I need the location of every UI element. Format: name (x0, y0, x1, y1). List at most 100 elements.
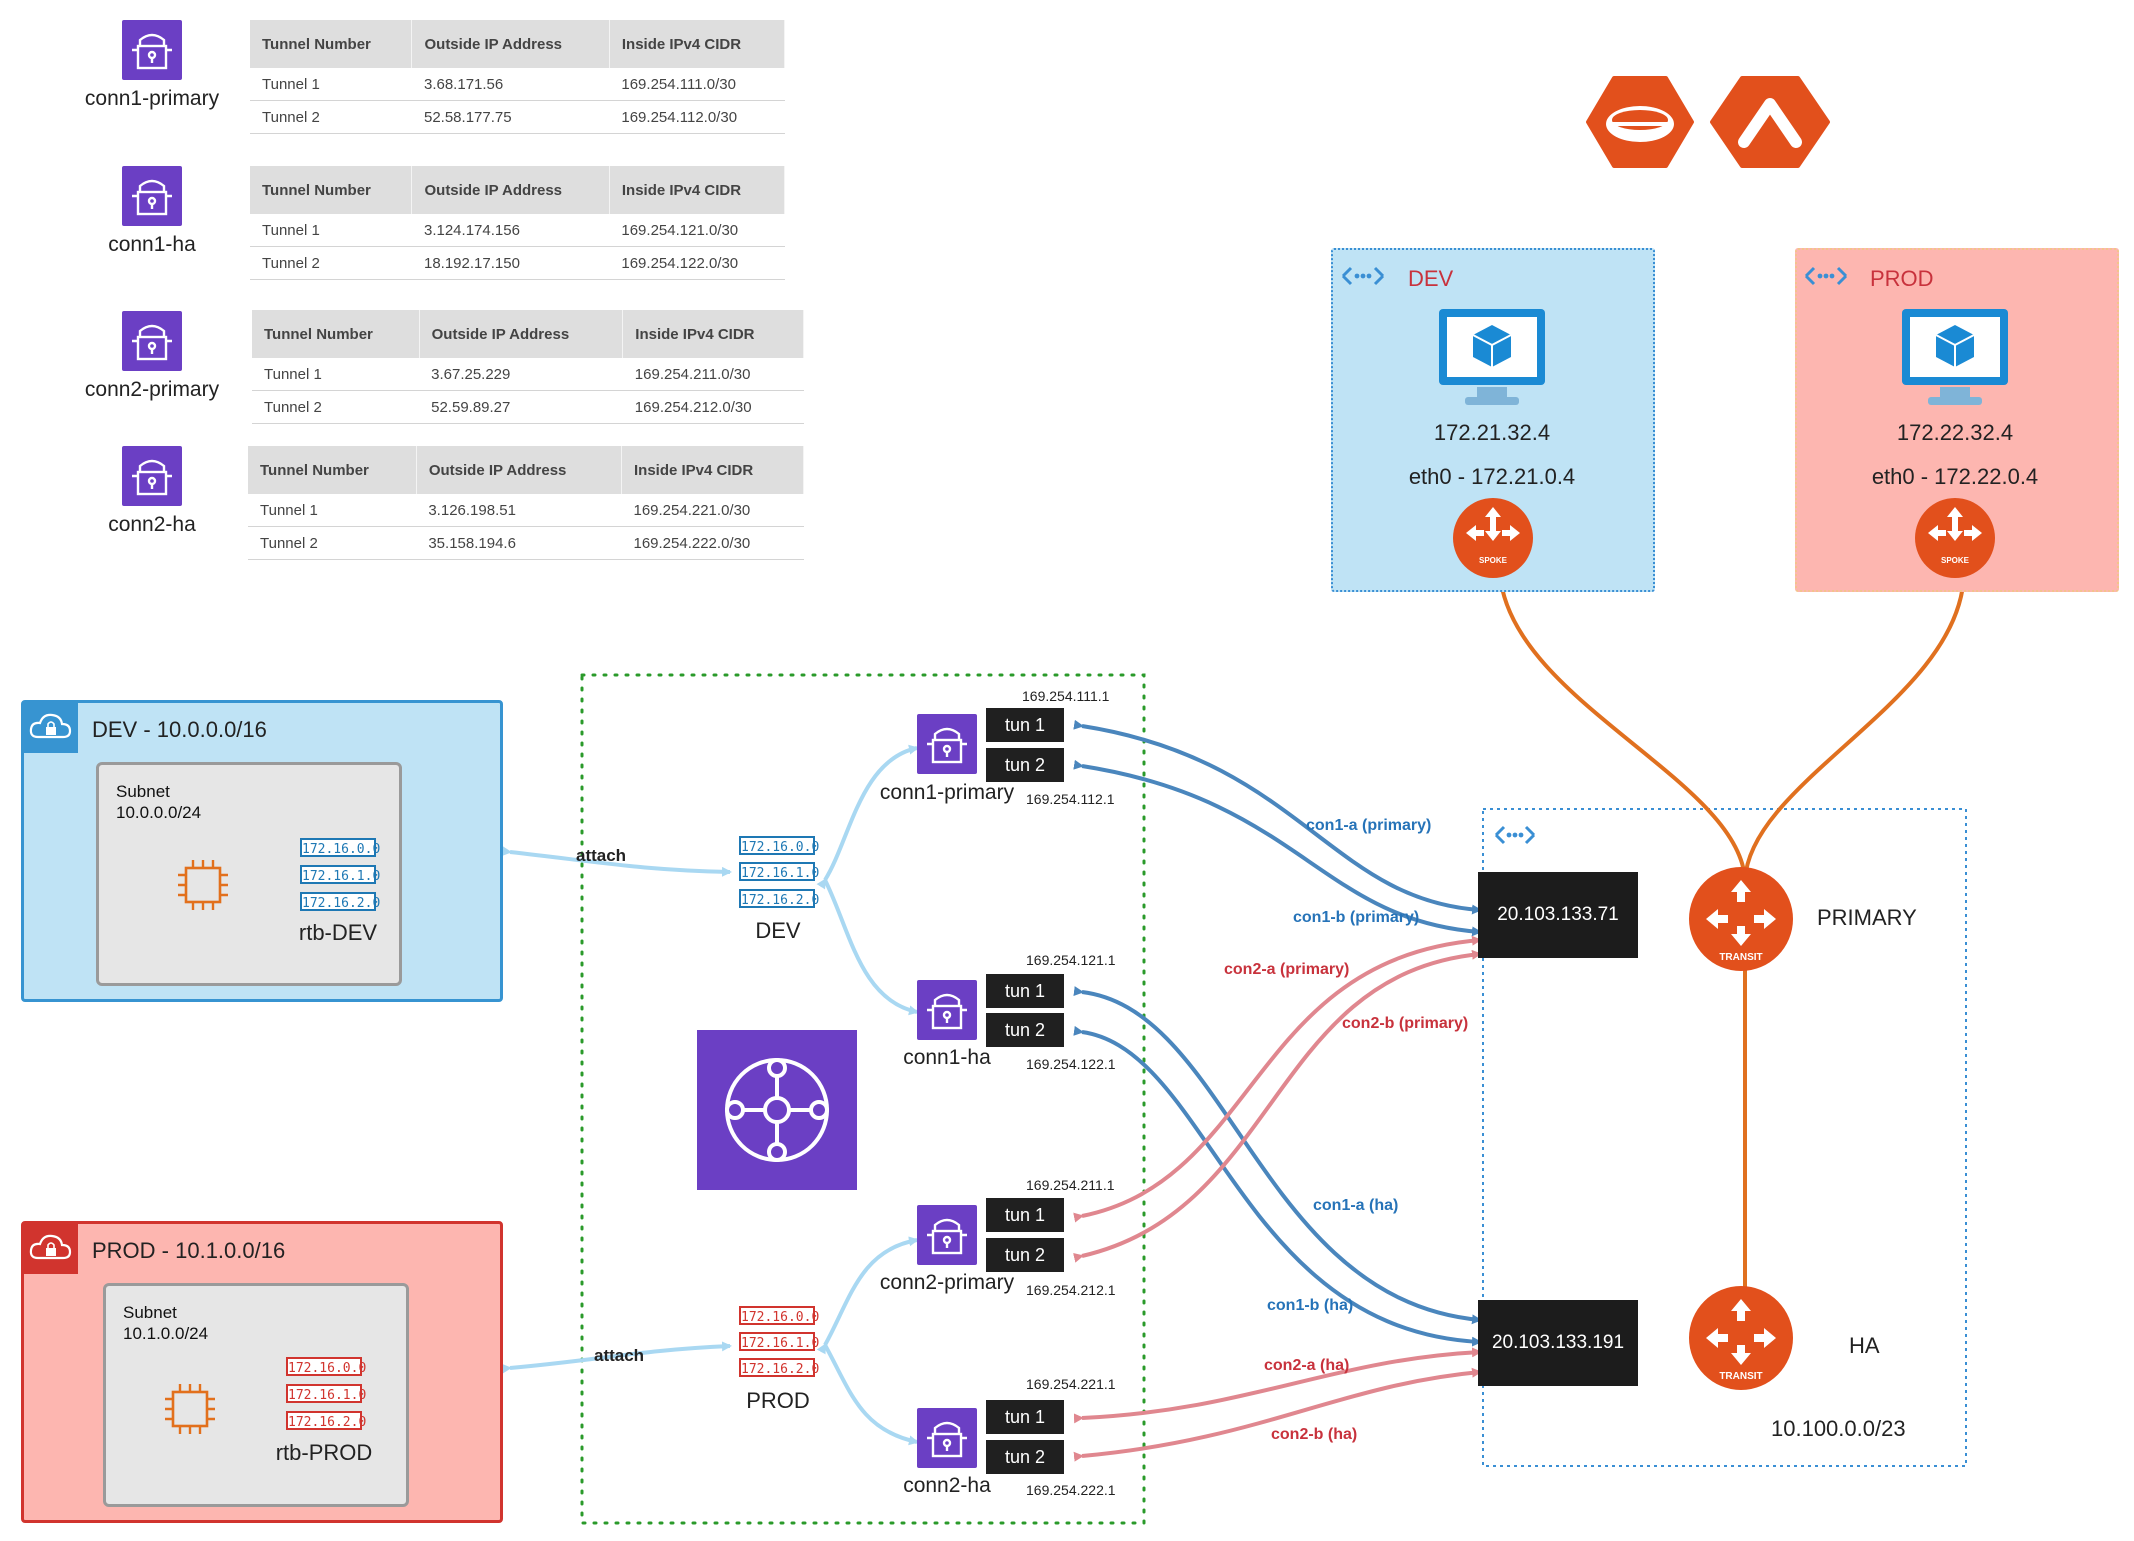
vpn-connection-icon (917, 714, 977, 774)
vnet-icon (1341, 266, 1385, 286)
prod-to-conn2-primary-line (816, 1236, 919, 1355)
route-entry: 172.16.2.0 (739, 1358, 819, 1377)
conn-table-label: conn2-ha (108, 513, 196, 536)
spoke-gateway-icon[interactable]: SPOKE (1448, 497, 1538, 579)
transit-ha-gateway-icon[interactable]: TRANSIT (1686, 1283, 1796, 1393)
dev-to-conn1-primary-line (816, 744, 919, 890)
column-header: Tunnel Number (248, 446, 417, 494)
cell: 169.254.221.0/30 (621, 494, 804, 527)
dev-subnet-cidr: 10.0.0.0/24 (116, 803, 202, 822)
prod-spoke-to-transit-link (1743, 573, 1966, 881)
dev-attach-label: attach (576, 846, 627, 865)
cell: 169.254.122.0/30 (609, 246, 785, 280)
ec2-instance-icon (178, 860, 228, 910)
conn-table-label: conn2-primary (84, 378, 220, 401)
cloud-lock-icon (24, 703, 78, 753)
tunnel-2[interactable]: tun 2 (986, 1238, 1064, 1272)
connection-name: conn1-primary (879, 781, 1015, 804)
ec2-instance-icon (165, 1384, 215, 1434)
column-header: Inside IPv4 CIDR (622, 310, 804, 358)
route-entry: 172.16.0.0 (300, 838, 380, 857)
transit-vnet-box (1482, 808, 1967, 1467)
prod-subnet-label: Subnet (123, 1303, 177, 1322)
cell: Tunnel 1 (248, 494, 417, 527)
cell: 169.254.212.0/30 (622, 390, 804, 424)
prod-vpc-title: PROD - 10.1.0.0/16 (92, 1238, 286, 1263)
con2a-ha-label: con2-a (ha) (1264, 1357, 1350, 1374)
vpn-connection-icon (917, 1408, 977, 1468)
connection-name: conn2-ha (903, 1474, 991, 1497)
con2a-primary-link (1073, 935, 1482, 1223)
connection-name: conn2-primary (879, 1271, 1015, 1294)
con1b-primary-label: con1-b (primary) (1293, 909, 1420, 926)
dev-attach-line (501, 846, 732, 877)
route-entry: 172.16.0.0 (739, 836, 819, 855)
aviatrix-logo (1710, 76, 1830, 168)
dev-to-conn1-ha-line (823, 879, 919, 1016)
cell: 3.67.25.229 (419, 358, 623, 391)
cell: 169.254.222.0/30 (621, 526, 804, 560)
column-header: Outside IP Address (416, 446, 622, 494)
cell: 3.124.174.156 (411, 214, 610, 247)
con1b-primary-link (1073, 759, 1482, 937)
prod-attach-line (501, 1341, 732, 1374)
transit-primary-label: PRIMARY (1817, 905, 1917, 930)
route-entry: 172.16.0.0 (286, 1357, 366, 1376)
cell: Tunnel 2 (250, 246, 412, 280)
vpn-connection-icon (122, 311, 182, 371)
cell: Tunnel 2 (252, 390, 420, 424)
tunnel-inside-ip: 169.254.111.1 (1022, 688, 1110, 704)
column-header: Tunnel Number (250, 20, 413, 68)
tunnel-2[interactable]: tun 2 (986, 748, 1064, 782)
transit-gateway-icon (697, 1030, 857, 1190)
route-entry: 172.16.1.0 (286, 1384, 366, 1403)
tunnel-inside-ip: 169.254.212.1 (1026, 1282, 1116, 1298)
cell: 52.59.89.27 (419, 390, 623, 424)
cell: 169.254.111.0/30 (609, 68, 785, 101)
aviatrix-copilot-logo (1586, 76, 1694, 168)
column-header: Tunnel Number (252, 310, 420, 358)
route-entry: 172.16.1.0 (739, 1332, 819, 1351)
route-entry: 172.16.2.0 (300, 892, 380, 911)
tunnel-1[interactable]: tun 1 (986, 974, 1064, 1008)
con2b-ha-label: con2-b (ha) (1271, 1426, 1358, 1443)
route-entry: 172.16.1.0 (300, 865, 380, 884)
con1b-ha-link (1073, 1025, 1482, 1347)
transit-vnet-cidr: 10.100.0.0/23 (1771, 1416, 1906, 1441)
column-header: Outside IP Address (419, 310, 624, 358)
transit-primary-public-ip: 20.103.133.71 (1478, 872, 1638, 958)
tunnel-1[interactable]: tun 1 (986, 708, 1064, 742)
cell: Tunnel 1 (252, 358, 420, 391)
spoke-prod-name: PROD (1870, 266, 1934, 291)
spoke-prod-vm-ip: 172.22.32.4 (1896, 420, 2014, 445)
cell: 3.68.171.56 (411, 68, 610, 101)
conn-table-label: conn1-ha (108, 233, 196, 256)
connection-name: conn1-ha (903, 1046, 991, 1069)
transit-primary-gateway-icon[interactable]: TRANSIT (1686, 864, 1796, 974)
cell: Tunnel 2 (248, 526, 417, 560)
vnet-icon (1804, 266, 1848, 286)
con1a-ha-label: con1-a (ha) (1313, 1197, 1399, 1214)
cell: 169.254.112.0/30 (609, 100, 785, 134)
route-entry: 172.16.0.0 (739, 1306, 819, 1325)
tunnel-2[interactable]: tun 2 (986, 1440, 1064, 1474)
dev-route-table-name: rtb-DEV (298, 920, 378, 945)
con1b-ha-label: con1-b (ha) (1267, 1297, 1354, 1314)
spoke-gateway-icon[interactable]: SPOKE (1910, 497, 2000, 579)
tunnel-inside-ip: 169.254.112.1 (1026, 791, 1115, 807)
tunnel-1[interactable]: tun 1 (986, 1400, 1064, 1434)
route-entry: 172.16.2.0 (739, 889, 819, 908)
cell: 52.58.177.75 (411, 100, 610, 134)
tunnel-inside-ip: 169.254.222.1 (1026, 1482, 1116, 1498)
spoke-prod-eth0: eth0 - 172.22.0.4 (1871, 464, 2039, 489)
tunnel-2[interactable]: tun 2 (986, 1013, 1064, 1047)
tunnel-1[interactable]: tun 1 (986, 1198, 1064, 1232)
con2b-primary-label: con2-b (primary) (1342, 1015, 1469, 1032)
prod-subnet (103, 1283, 409, 1507)
